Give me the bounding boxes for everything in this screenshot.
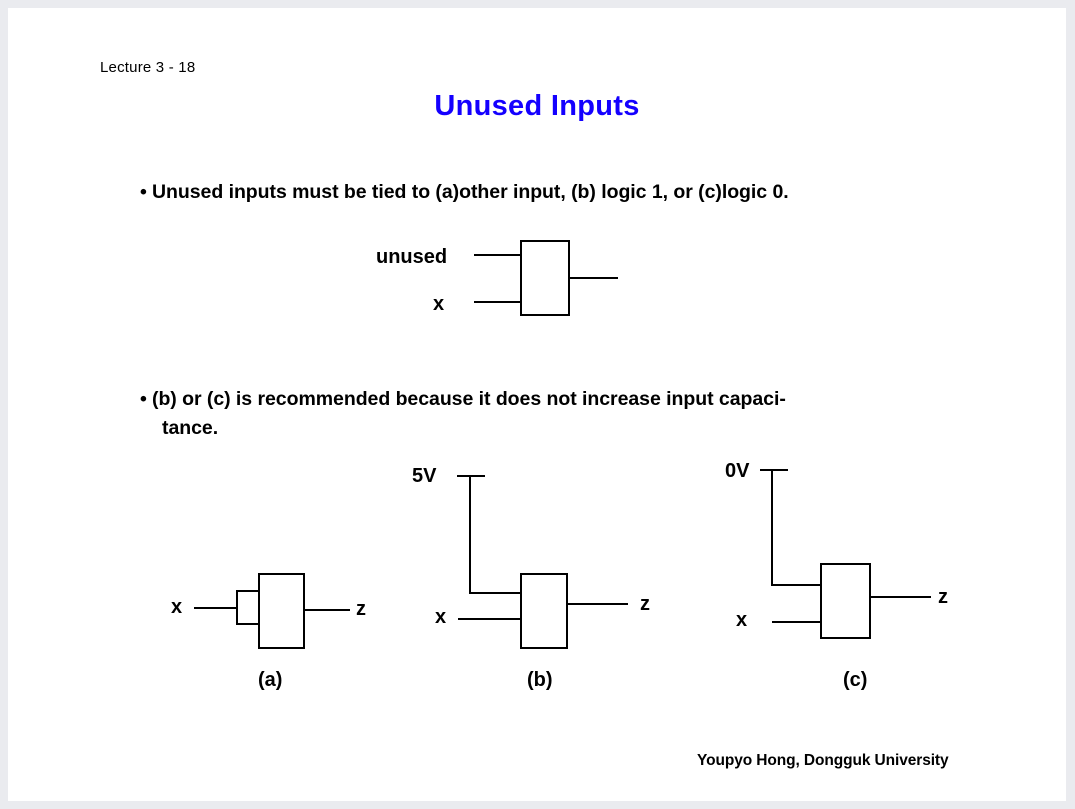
input-tie-bracket-a (236, 590, 260, 625)
signal-label-unused: unused (376, 246, 448, 268)
signal-label-x-b: x (435, 606, 447, 628)
bullet-item-1: •Unused inputs must be tied to (a)other … (140, 178, 1000, 207)
wire-supply-to-gate-c (771, 584, 821, 586)
supply-drop-wire-c (771, 469, 773, 586)
gate-box-a (258, 573, 305, 649)
footer-credit: Youpyo Hong, Dongguk University (697, 752, 949, 769)
wire-supply-to-gate-b (469, 592, 521, 594)
supply-rail-bar-b (457, 475, 485, 477)
supply-label-5v: 5V (412, 465, 437, 487)
bullet-item-2: •(b) or (c) is recommended because it do… (140, 385, 970, 443)
supply-rail-bar-c (760, 469, 788, 471)
bullet-2-line-1: (b) or (c) is recommended because it doe… (152, 388, 786, 410)
signal-label-x-c: x (736, 609, 748, 631)
supply-label-0v: 0V (725, 460, 750, 482)
signal-label-x-top: x (433, 293, 445, 315)
bullet-marker-icon-2: • (140, 388, 147, 410)
gate-box-b (520, 573, 568, 649)
gate-box-top (520, 240, 570, 316)
signal-label-z-b: z (640, 593, 650, 615)
wire-output-c (871, 596, 931, 598)
wire-x-input-c (772, 621, 821, 623)
signal-label-z-c: z (938, 586, 948, 608)
slide-canvas: Lecture 3 - 18 Unused Inputs •Unused inp… (8, 8, 1066, 801)
figure-caption-c: (c) (843, 669, 868, 691)
figure-caption-b: (b) (527, 669, 553, 691)
gate-box-c (820, 563, 871, 639)
bullet-marker-icon: • (140, 181, 147, 203)
wire-output-a (305, 609, 350, 611)
wire-output-b (568, 603, 628, 605)
lecture-number-label: Lecture 3 - 18 (100, 59, 196, 76)
bullet-2-line-2: tance. (162, 417, 219, 439)
wire-unused-input (474, 254, 521, 256)
wire-x-input-b (458, 618, 521, 620)
supply-drop-wire-b (469, 475, 471, 594)
wire-x-input-a (194, 607, 237, 609)
signal-label-x-a: x (171, 596, 183, 618)
figure-caption-a: (a) (258, 669, 283, 691)
signal-label-z-a: z (356, 598, 366, 620)
wire-output-top (570, 277, 618, 279)
bullet-1-line-1: Unused inputs must be tied to (a)other i… (152, 181, 789, 203)
page-title: Unused Inputs (434, 90, 640, 122)
wire-x-input-top (474, 301, 521, 303)
